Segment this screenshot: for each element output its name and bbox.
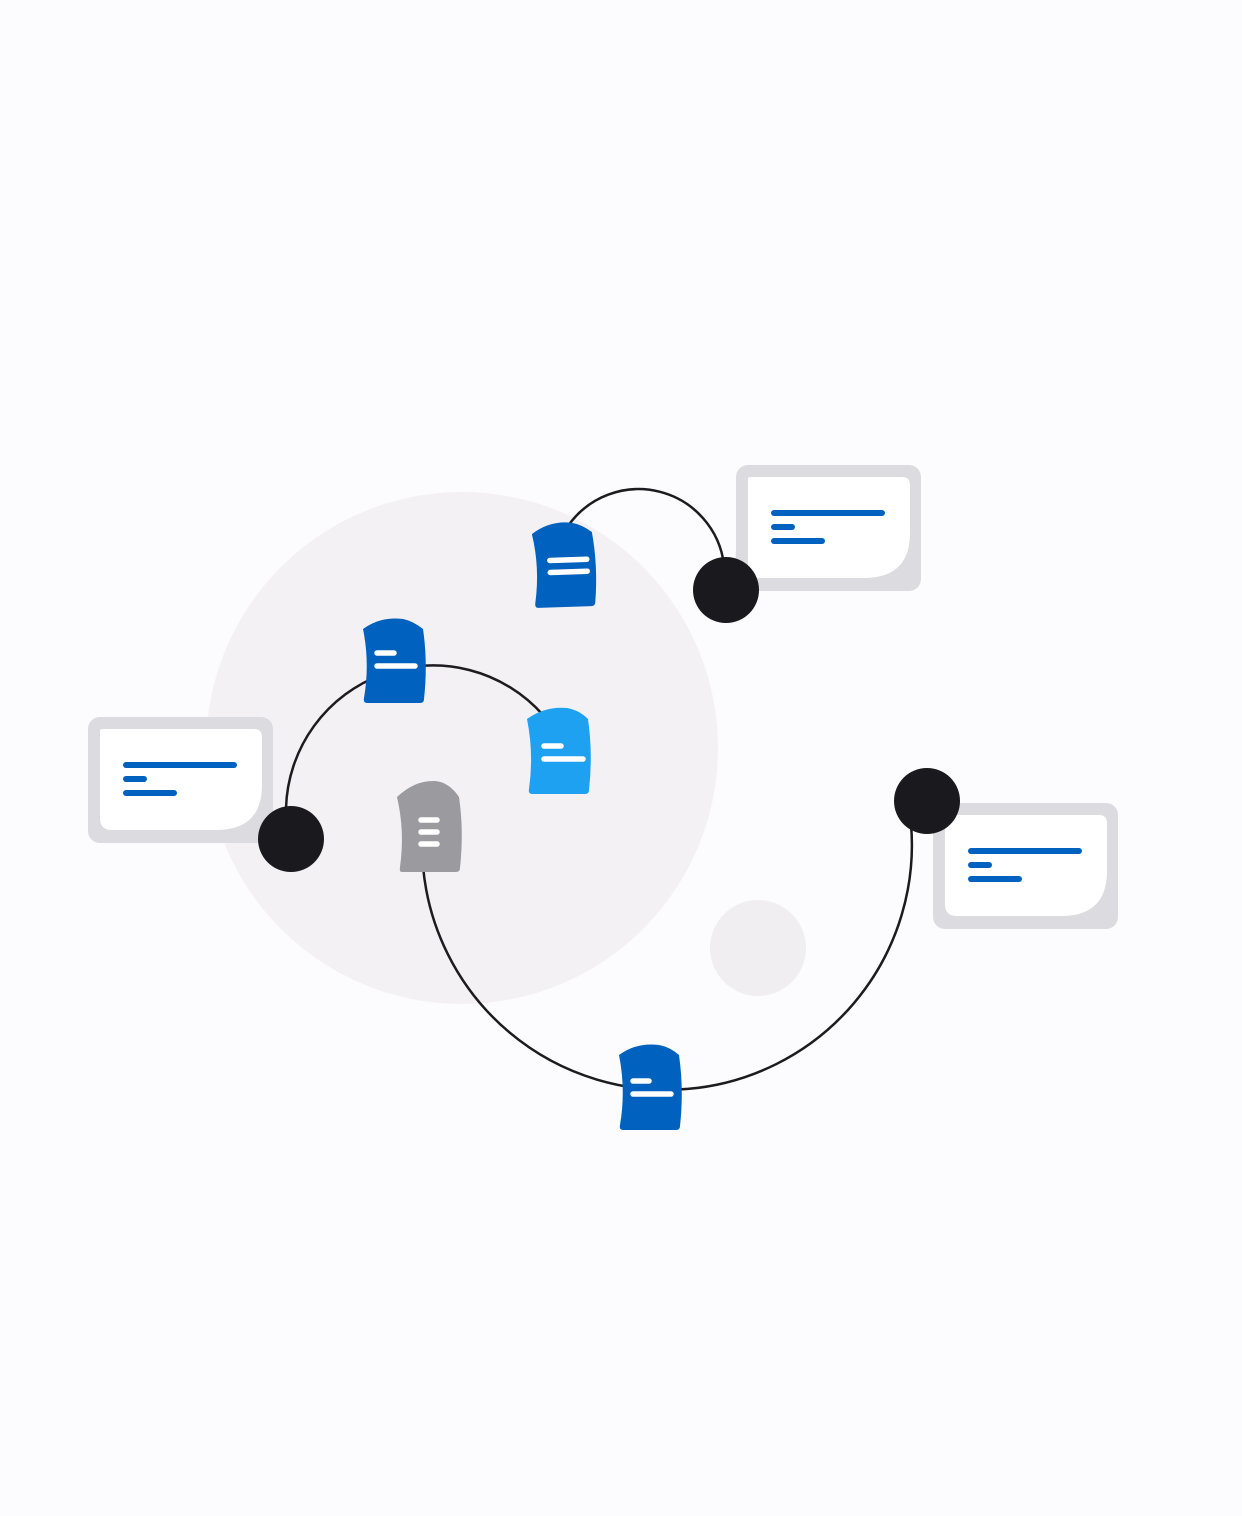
document-icon-middle	[527, 707, 591, 794]
node-left	[258, 806, 324, 872]
document-icon-bottom	[619, 1044, 682, 1130]
node-right	[894, 768, 960, 834]
document-icon-upper-left	[363, 618, 426, 703]
connector-top	[566, 487, 726, 566]
backdrop-circle	[206, 492, 718, 1004]
document-icon-gray	[397, 780, 462, 872]
node-top	[693, 557, 759, 623]
small-backdrop-circle	[710, 900, 806, 996]
document-icon-top	[531, 522, 597, 608]
text-card-right	[933, 803, 1118, 929]
text-card-top	[736, 465, 921, 591]
text-card-left	[88, 717, 273, 843]
connector-bottom	[421, 823, 914, 1092]
